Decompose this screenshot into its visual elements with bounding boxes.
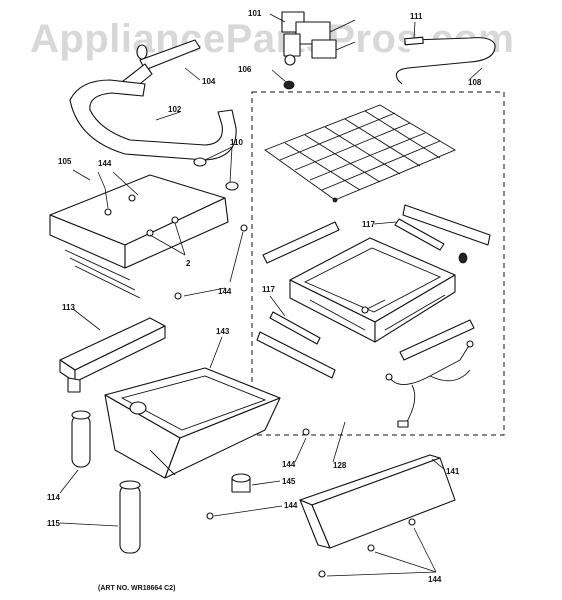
callout-144-side: 144 [218, 287, 232, 296]
callout-102: 102 [168, 105, 182, 114]
callout-114: 114 [47, 493, 60, 502]
left-upper-bracket [262, 221, 340, 264]
callout-101: 101 [248, 9, 262, 18]
part-108-tube [395, 36, 496, 85]
frame-screws [104, 194, 248, 300]
part-114-tube [71, 410, 91, 468]
callout-labels: 101 111 106 104 108 102 105 144 110 117 … [47, 9, 482, 592]
part-115-tube [119, 480, 141, 554]
callout-145: 145 [282, 477, 296, 486]
callout-141: 141 [446, 467, 460, 476]
callout-144-frame: 144 [98, 159, 112, 168]
callout-117-lower: 117 [262, 285, 275, 294]
part-143-pan [104, 367, 281, 479]
callout-144-panel: 144 [428, 575, 442, 584]
lower-left-bracket [256, 331, 336, 379]
callout-117-upper: 117 [362, 220, 375, 229]
tray-screw [361, 299, 386, 314]
callout-106: 106 [238, 65, 252, 74]
part-101-valve [281, 11, 356, 66]
part-145-grommet [231, 473, 251, 493]
part-102-hose [69, 79, 237, 161]
part-117-upper-strip [394, 218, 445, 251]
assembly-128-boundary [251, 91, 505, 436]
part-141-panel [299, 454, 456, 549]
part-113-trough [59, 317, 166, 393]
callout-111: 111 [410, 12, 423, 21]
lower-right-bracket [399, 319, 475, 361]
callout-115: 115 [47, 519, 60, 528]
callout-104: 104 [202, 77, 216, 86]
ice-grid [264, 104, 456, 203]
part-117-lower-strip [269, 311, 321, 345]
part-106-nut [283, 80, 295, 90]
callout-144-pan: 144 [282, 460, 296, 469]
art-number: (ART NO. WR18664 C2) [98, 585, 175, 592]
pan-screws [206, 428, 310, 520]
callout-2: 2 [186, 259, 191, 268]
wire-harness [385, 340, 474, 428]
callout-105: 105 [58, 157, 72, 166]
callout-113: 113 [62, 303, 75, 312]
evaporator-tray [289, 237, 456, 343]
callout-143: 143 [216, 327, 230, 336]
panel-screws [318, 518, 416, 578]
leader-lines [59, 13, 483, 577]
callout-110: 110 [230, 138, 243, 147]
right-clip-bracket [402, 204, 491, 264]
callout-108: 108 [468, 78, 482, 87]
part-105-frame [49, 157, 239, 299]
callout-128: 128 [333, 461, 347, 470]
callout-144-bottom: 144 [284, 501, 298, 510]
